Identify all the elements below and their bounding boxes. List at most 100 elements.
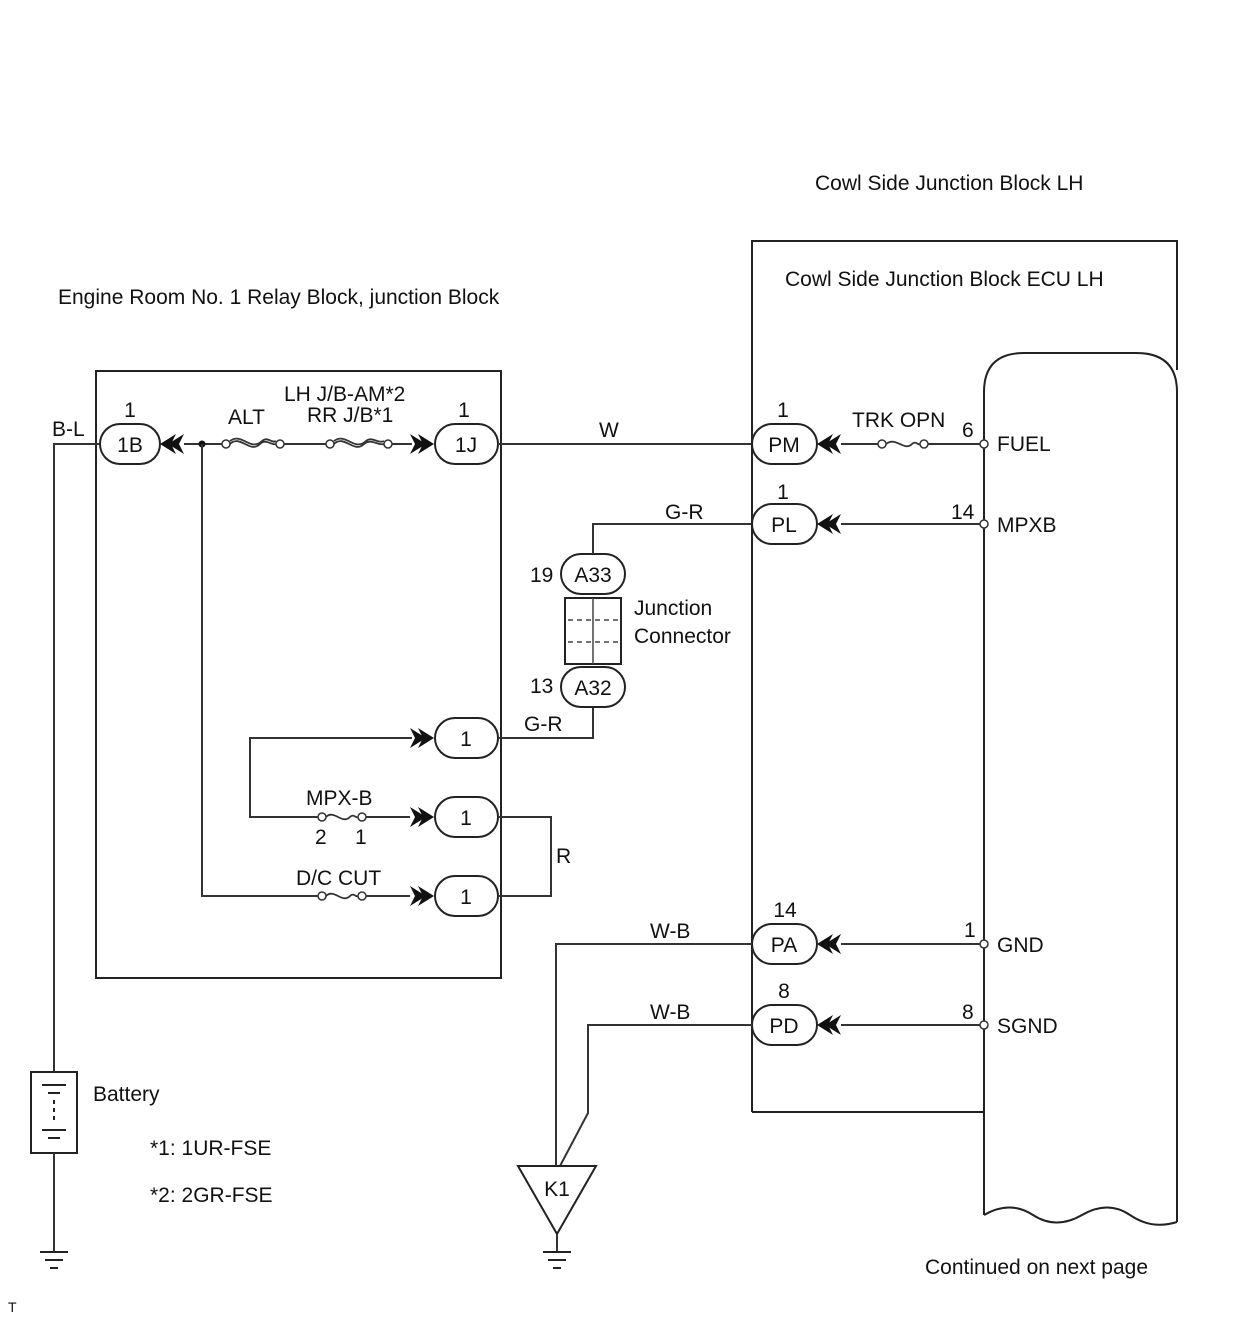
battery-label: Battery (93, 1083, 160, 1106)
ecu-pin-mpxb-node (979, 519, 989, 529)
svg-text:1: 1 (460, 728, 472, 751)
wire-w-b-bottom (559, 1024, 752, 1167)
cowl-ecu-break-line (983, 1206, 1178, 1226)
fuse-mpxb-label: MPX-B (306, 787, 373, 810)
fuse-rrjb-icon (333, 437, 385, 448)
fuse-lhjb-am-label: LH J/B-AM*2 (284, 383, 405, 406)
fuse-mpxb-icon (325, 813, 359, 821)
connector-pl-pin: 1 (777, 481, 789, 504)
junction-connector-label-1: Junction (634, 597, 712, 620)
fuse-trkopn-icon (885, 440, 921, 448)
terminal-arrow-pd-b (825, 1015, 841, 1035)
ecu-pin-gnd-number: 1 (964, 919, 976, 942)
wire-label-g-r-bottom: G-R (524, 713, 563, 736)
fuse-mpxb-pin1: 1 (355, 826, 367, 849)
connector-pa-pin: 14 (773, 899, 797, 922)
svg-text:PA: PA (771, 934, 797, 957)
cowl-ecu-title: Cowl Side Junction Block ECU LH (785, 268, 1104, 291)
ecu-pin-mpxb-number: 14 (951, 501, 975, 524)
svg-text:1: 1 (460, 886, 472, 909)
fuse-trkopn-node-a (877, 439, 887, 449)
ecu-pin-fuel-label: FUEL (997, 433, 1051, 456)
connector-er-1: 1 (434, 717, 499, 759)
connector-1b: 1B 1 (99, 399, 161, 465)
battery-cells (42, 1084, 66, 1139)
connector-pd-pin: 8 (778, 980, 790, 1003)
engine-room-block-title: Engine Room No. 1 Relay Block, junction … (58, 286, 500, 309)
wire-splice-dccut (201, 444, 318, 897)
terminal-arrow-er1-b (410, 728, 426, 748)
connector-pa: PA 14 (751, 899, 818, 965)
fuse-trkopn-node-b (919, 439, 929, 449)
svg-text:PM: PM (768, 434, 800, 457)
connector-pd: PD 8 (751, 980, 818, 1046)
terminal-arrow-pa-b (825, 934, 841, 954)
continued-note: Continued on next page (925, 1256, 1148, 1279)
ecu-pin-sgnd-number: 8 (962, 1001, 974, 1024)
fuse-alt-node-a (221, 439, 231, 449)
wire-g-r-bottom (498, 707, 594, 739)
junction-connector-internals (568, 598, 618, 664)
svg-text:PD: PD (769, 1015, 798, 1038)
connector-er-3: 1 (434, 875, 499, 917)
wire-label-w: W (599, 419, 619, 442)
wire-w-b-top (555, 943, 752, 1166)
ground-symbol-battery (40, 1251, 68, 1269)
wire-g-r-top (592, 523, 752, 554)
ecu-pin-sgnd-node (979, 1020, 989, 1030)
cowl-side-junction-block-box (751, 240, 1178, 1112)
wire-r (498, 816, 552, 897)
terminal-arrow-1b-b (168, 434, 184, 454)
fuse-dccut-node-b (357, 891, 367, 901)
ecu-pin-fuel-number: 6 (962, 419, 974, 442)
connector-a33: A33 19 (530, 553, 626, 595)
terminal-arrow-er2-b (410, 807, 426, 827)
fuse-rrjb-node-a (325, 439, 335, 449)
wire-label-g-r-top: G-R (665, 501, 704, 524)
fuse-alt-label: ALT (228, 406, 265, 429)
connector-a33-pin: 19 (530, 564, 553, 587)
fuse-alt-icon (229, 437, 277, 448)
wire-label-w-b-top: W-B (650, 920, 690, 943)
wire-label-w-b-bottom: W-B (650, 1001, 690, 1024)
cowl-ecu-box (983, 352, 1178, 1222)
fuse-dccut-node-a (317, 891, 327, 901)
svg-text:A32: A32 (574, 677, 611, 700)
fuse-trkopn-label: TRK OPN (852, 409, 945, 432)
engine-room-relay-block-box (95, 370, 502, 979)
svg-text:PL: PL (771, 514, 797, 537)
fuse-alt-node-b (275, 439, 285, 449)
ground-symbol-k1 (543, 1251, 571, 1269)
ecu-pin-sgnd-label: SGND (997, 1015, 1058, 1038)
connector-1j-pin: 1 (458, 399, 470, 422)
connector-pl: PL 1 (751, 481, 818, 545)
fuse-dccut-icon (325, 892, 359, 900)
wire-b-l (53, 443, 100, 1072)
connector-a32: A32 13 (530, 666, 626, 708)
ecu-pin-gnd-node (979, 939, 989, 949)
note-2: *2: 2GR-FSE (150, 1184, 273, 1207)
ecu-pin-gnd-label: GND (997, 934, 1044, 957)
terminal-arrow-pm-b (825, 434, 841, 454)
fuse-rrjb-node-b (383, 439, 393, 449)
connector-pm: PM 1 (751, 399, 818, 465)
wire-label-b-l: B-L (52, 418, 85, 441)
cowl-junction-block-title: Cowl Side Junction Block LH (815, 172, 1083, 195)
connector-1b-pin: 1 (124, 399, 136, 422)
wire-loop-mpxb (249, 737, 412, 818)
fuse-dccut-label: D/C CUT (296, 867, 381, 890)
connector-pm-pin: 1 (777, 399, 789, 422)
svg-text:1B: 1B (117, 434, 143, 457)
connector-er-2: 1 (434, 796, 499, 838)
fuse-mpxb-pin2: 2 (315, 826, 327, 849)
svg-text:1: 1 (460, 807, 472, 830)
svg-text:A33: A33 (574, 564, 611, 587)
ecu-pin-mpxb-label: MPXB (997, 514, 1057, 537)
fuse-mpxb-node-a (317, 812, 327, 822)
ground-point-k1-triangle (516, 1165, 598, 1237)
corner-mark: T (8, 1299, 17, 1315)
junction-connector-label-2: Connector (634, 625, 731, 648)
terminal-arrow-1j-b (410, 434, 426, 454)
connector-a32-pin: 13 (530, 675, 553, 698)
